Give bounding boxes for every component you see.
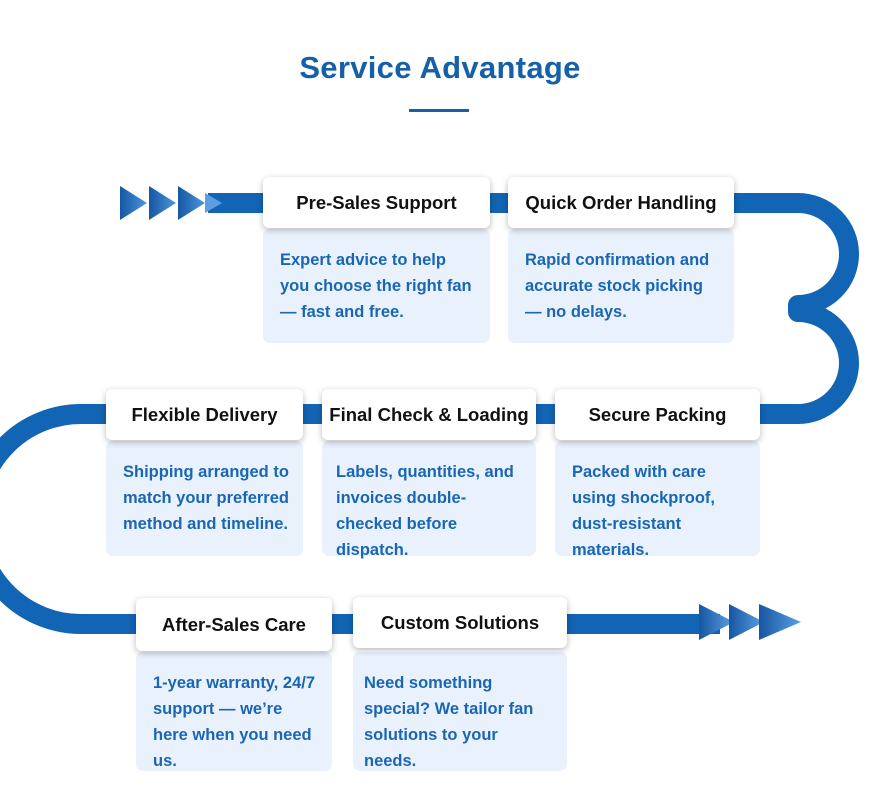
quick-order-handling-description: Rapid confirmation and accurate stock pi… [525,251,710,321]
secure-packing-header: Secure Packing [555,389,760,440]
final-check-loading-card: Labels, quantities, and invoices double-… [322,441,536,559]
secure-packing-title: Secure Packing [588,403,727,425]
pre-sales-support-header: Pre-Sales Support [263,177,490,228]
pre-sales-support-title: Pre-Sales Support [296,191,457,213]
quick-order-handling-card: Rapid confirmation and accurate stock pi… [508,229,734,343]
pre-sales-support-card: Expert advice to help you choose the rig… [263,229,490,343]
flexible-delivery-title: Flexible Delivery [131,403,278,425]
custom-solutions-card: Need something special? We tailor fan so… [353,652,567,771]
after-sales-care-card: 1-year warranty, 24/7 support — we’re he… [136,652,332,771]
flexible-delivery-header: Flexible Delivery [106,389,303,440]
custom-solutions-title: Custom Solutions [380,611,540,633]
page-title: Service Advantage [299,50,581,85]
secure-packing-description: Packed with care using shockproof, dust-… [572,463,716,559]
quick-order-handling-header: Quick Order Handling [508,177,734,228]
pre-sales-support-description: Expert advice to help you choose the rig… [280,251,472,321]
after-sales-care-title: After-Sales Care [162,613,306,635]
quick-order-handling-title: Quick Order Handling [525,191,717,213]
flexible-delivery-card: Shipping arranged to match your preferre… [106,441,303,556]
custom-solutions-header: Custom Solutions [353,597,567,648]
final-check-loading-description: Labels, quantities, and invoices double-… [336,463,514,559]
title-underline [409,109,469,112]
final-check-loading-title: Final Check & Loading [329,403,529,425]
end-chevrons-icon [699,604,801,640]
final-check-loading-header: Final Check & Loading [322,389,536,440]
start-chevrons-icon [120,186,222,220]
custom-solutions-description: Need something special? We tailor fan so… [364,674,534,770]
secure-packing-card: Packed with care using shockproof, dust-… [555,441,760,559]
serpentine-track [0,193,859,634]
after-sales-care-header: After-Sales Care [136,598,332,651]
flexible-delivery-description: Shipping arranged to match your preferre… [123,463,289,533]
after-sales-care-description: 1-year warranty, 24/7 support — we’re he… [153,674,316,770]
